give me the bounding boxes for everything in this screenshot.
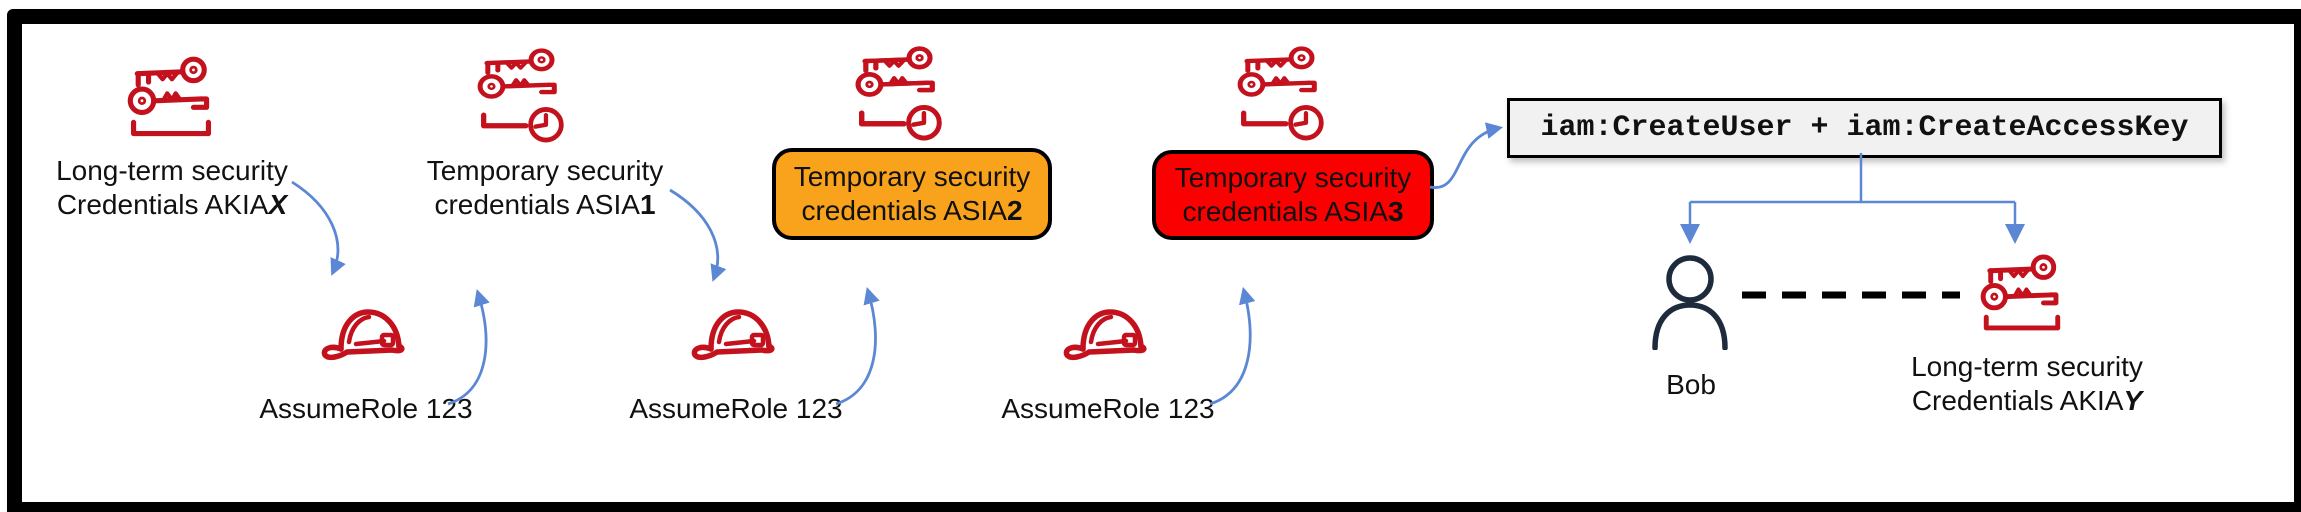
highlight-box-asia3: Temporary security credentials ASIA3 xyxy=(1152,150,1434,240)
assume-role-label: AssumeRole 123 xyxy=(259,393,473,424)
label-temp-asia1: Temporary security credentials ASIA1 xyxy=(426,155,664,220)
bob-label: Bob xyxy=(1666,369,1716,400)
temporary-keys-clock-icon xyxy=(1236,44,1328,144)
temporary-keys-clock-icon xyxy=(477,48,564,143)
label-longterm-akiax: Long-term security Credentials AKIAX xyxy=(56,155,288,220)
assume-role-hard-hat-icon xyxy=(688,304,784,366)
assume-role-hard-hat-icon xyxy=(1060,304,1156,366)
temporary-keys-clock-icon xyxy=(854,44,946,144)
long-term-keys-icon xyxy=(1980,254,2061,331)
highlight-box-asia2: Temporary security credentials ASIA2 xyxy=(772,148,1052,240)
label-longterm-akiay: Long-term security Credentials AKIAY xyxy=(1911,351,2143,416)
assume-role-hard-hat-icon xyxy=(321,309,405,361)
iam-policy-code-box: iam:CreateUser + iam:CreateAccessKey xyxy=(1507,98,2222,158)
assume-role-label: AssumeRole 123 xyxy=(1001,393,1215,424)
iam-user-person-icon xyxy=(1652,255,1728,350)
assume-role-label: AssumeRole 123 xyxy=(629,393,843,424)
diagram-frame xyxy=(7,9,2301,512)
long-term-keys-icon xyxy=(127,56,212,137)
